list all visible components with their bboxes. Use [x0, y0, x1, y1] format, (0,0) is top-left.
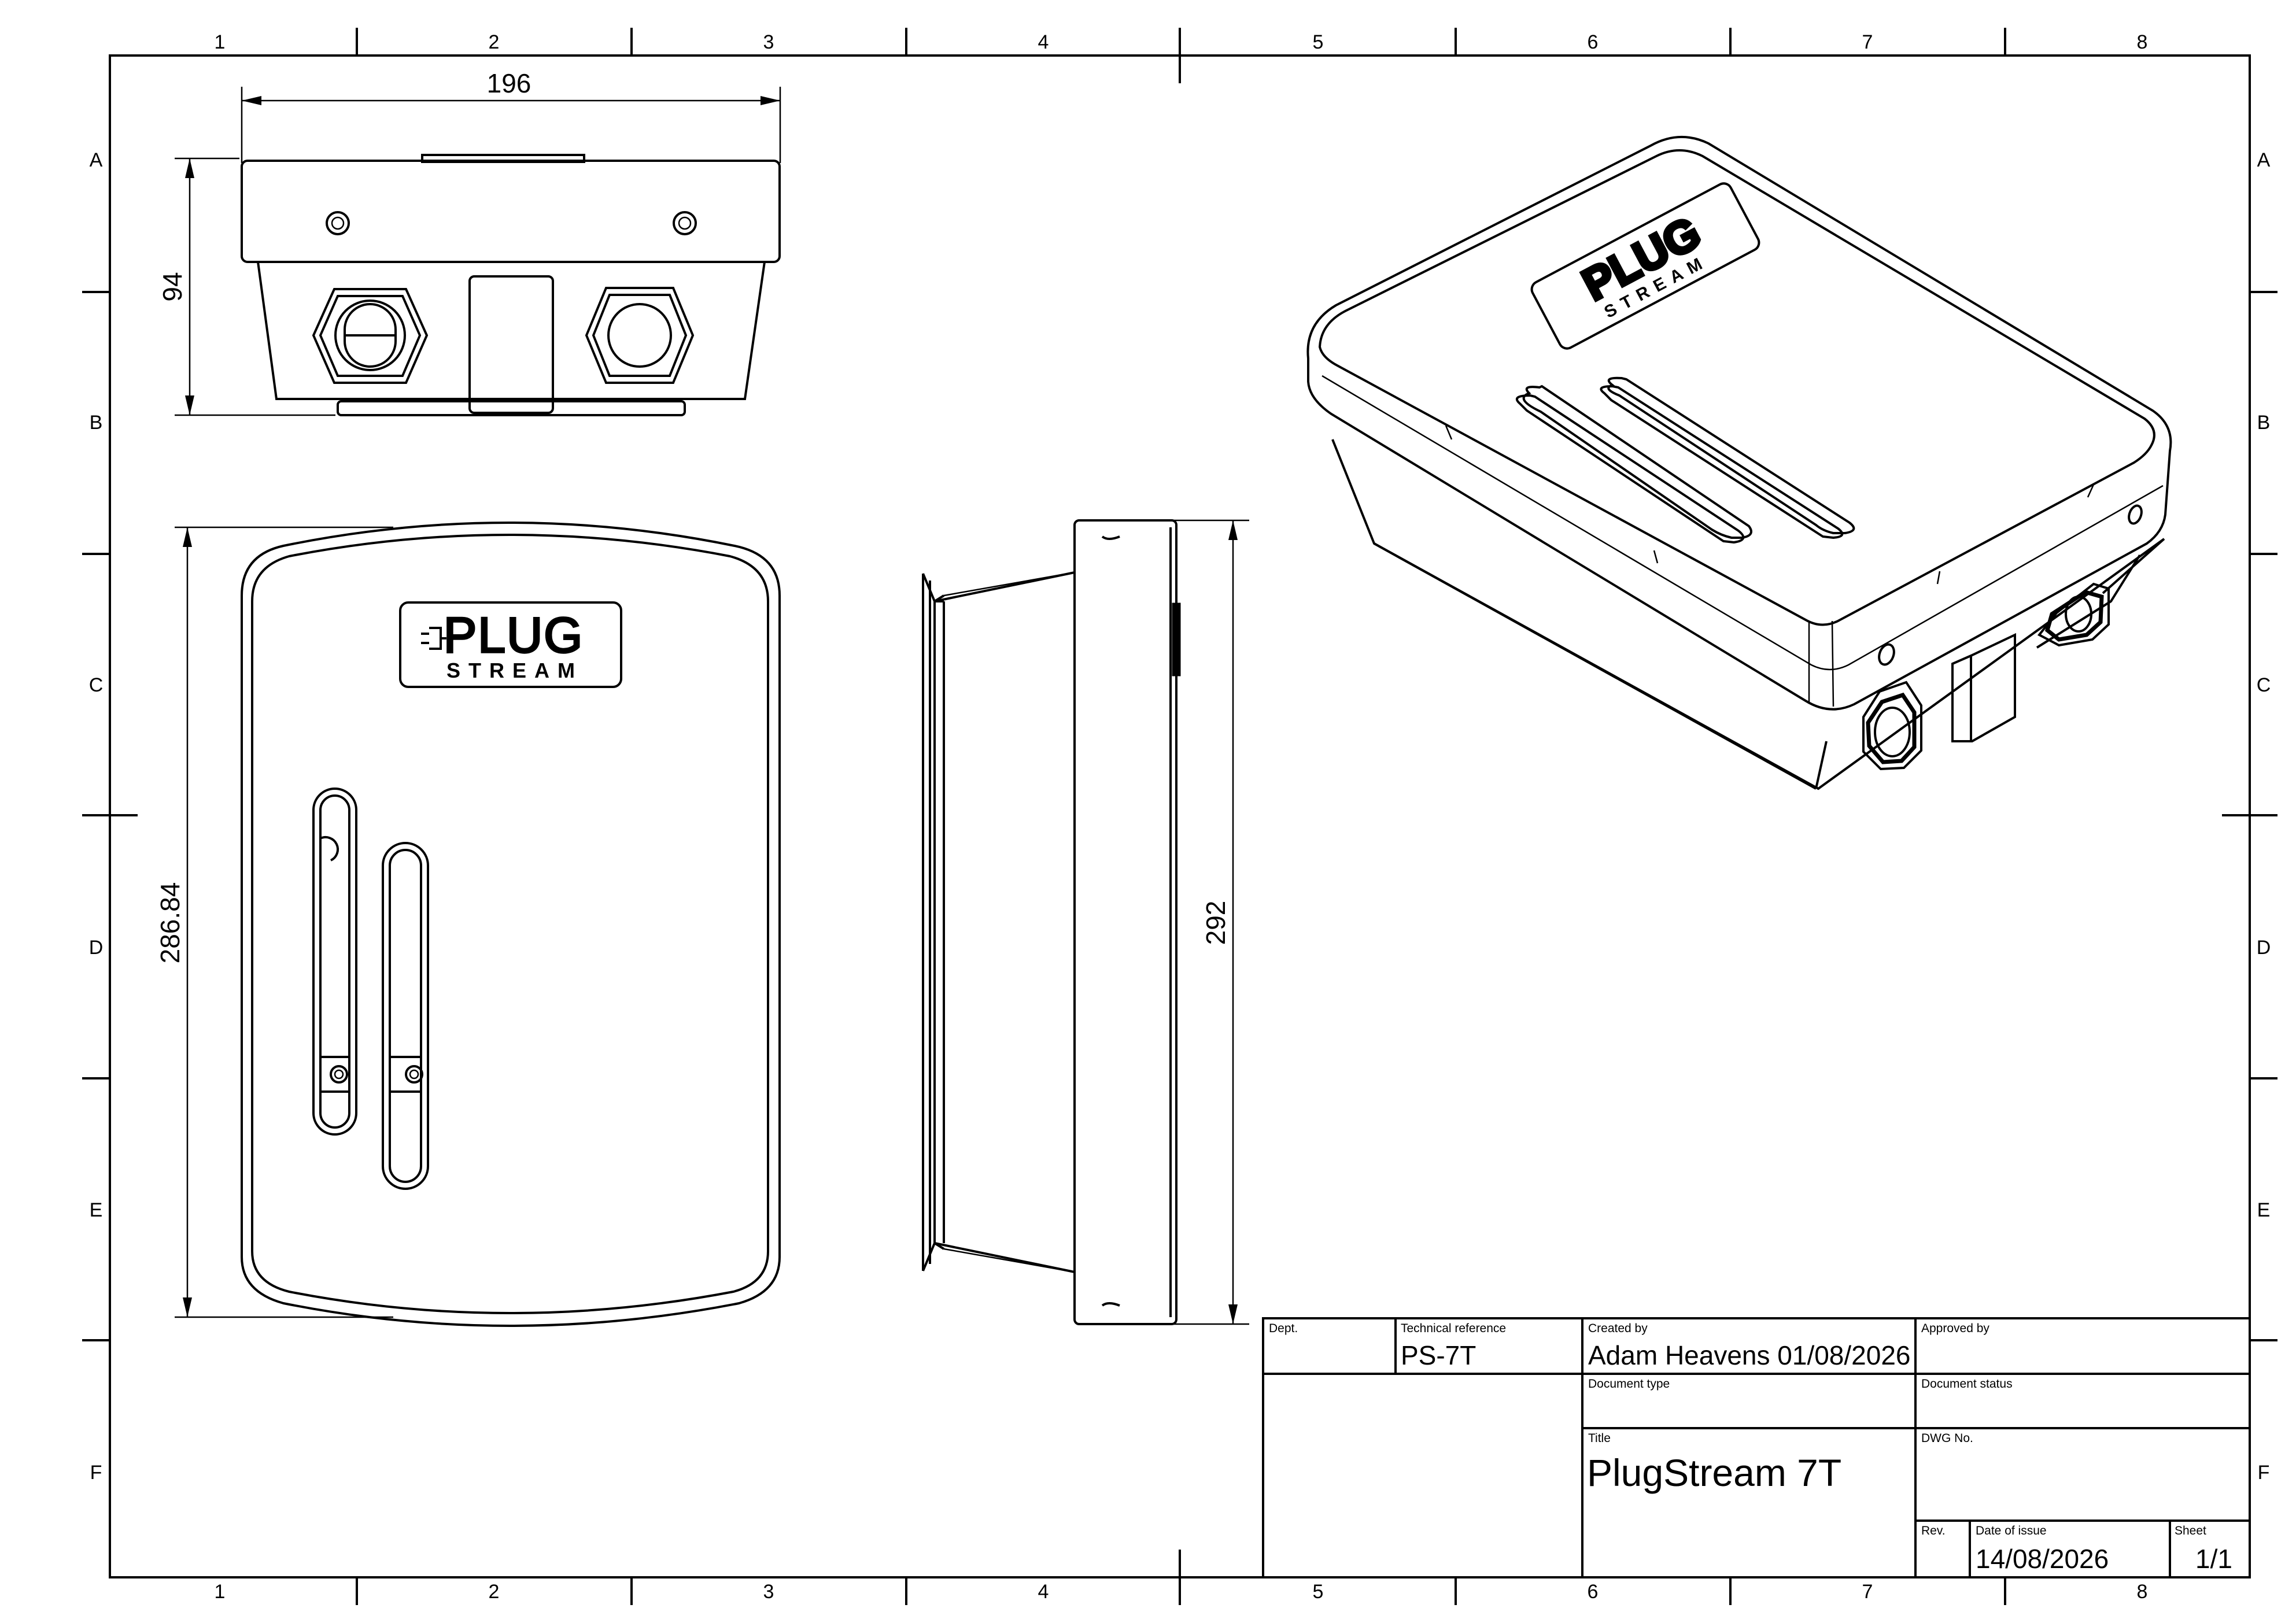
top-height-dimension: 94 [157, 157, 335, 416]
plugstream-logo-front: PLUG STREAM [399, 601, 622, 688]
zone-labels-left: A B C D E F [89, 149, 104, 1484]
zone-row-d-right: D [2257, 937, 2271, 959]
front-height-dimension: 286.84 [155, 526, 393, 1318]
zone-row-d-left: D [89, 937, 104, 959]
zone-labels-top: 1 2 3 4 5 6 7 8 [215, 31, 2148, 53]
zone-col-5-top: 5 [1313, 31, 1324, 53]
tech-ref-value: PS-7T [1401, 1340, 1476, 1370]
sheet-label: Sheet [2175, 1524, 2206, 1537]
plugstream-logo-iso: PLUG STREAM [1530, 182, 1760, 350]
zone-col-8-bottom: 8 [2137, 1581, 2148, 1603]
zone-labels-right: A B C D E F [2257, 149, 2271, 1484]
zone-col-1-top: 1 [215, 31, 226, 53]
created-by-label: Created by [1588, 1322, 1648, 1335]
tech-ref-label: Technical reference [1401, 1322, 1506, 1335]
zone-row-b-right: B [2257, 412, 2271, 434]
dimension-196: 196 [487, 68, 531, 98]
zone-col-8-top: 8 [2137, 31, 2148, 53]
zone-row-a-right: A [2257, 149, 2271, 171]
drawing-frame [82, 28, 2277, 1605]
zone-col-1-bottom: 1 [215, 1581, 226, 1603]
title-label: Title [1588, 1432, 1611, 1445]
zone-row-e-right: E [2257, 1199, 2271, 1221]
date-of-issue-value: 14/08/2026 [1976, 1544, 2109, 1574]
zone-labels-bottom: 1 2 3 4 5 6 7 8 [215, 1581, 2148, 1603]
dwg-no-label: DWG No. [1921, 1432, 1973, 1445]
dimension-94: 94 [157, 272, 187, 301]
dimension-292: 292 [1201, 901, 1231, 945]
created-by-value: Adam Heavens 01/08/2026 [1588, 1340, 1911, 1370]
isometric-view: PLUG STREAM [1306, 135, 2172, 790]
zone-col-5-bottom: 5 [1313, 1581, 1324, 1603]
zone-row-e-left: E [90, 1199, 103, 1221]
top-width-dimension: 196 [241, 68, 781, 163]
top-view: 196 94 [157, 68, 781, 416]
zone-col-4-bottom: 4 [1038, 1581, 1049, 1603]
zone-col-7-top: 7 [1862, 31, 1873, 53]
zone-col-3-top: 3 [763, 31, 774, 53]
zone-col-2-bottom: 2 [489, 1581, 500, 1603]
zone-col-6-top: 6 [1588, 31, 1599, 53]
zone-col-2-top: 2 [489, 31, 500, 53]
dimension-286-84: 286.84 [155, 882, 185, 964]
zone-row-f-left: F [90, 1462, 102, 1484]
dept-label: Dept. [1269, 1322, 1298, 1335]
title-value: PlugStream 7T [1587, 1451, 1841, 1494]
logo-stream-text: STREAM [446, 659, 583, 682]
date-of-issue-label: Date of issue [1976, 1524, 2047, 1537]
zone-row-b-left: B [90, 412, 103, 434]
plug-icon [421, 627, 446, 650]
logo-plug-text: PLUG [444, 608, 584, 663]
side-height-dimension: 292 [1162, 519, 1249, 1325]
front-view: 286.84 PLUG STREAM [155, 522, 781, 1327]
zone-row-c-right: C [2257, 674, 2271, 696]
rev-label: Rev. [1921, 1524, 1946, 1537]
zone-row-a-left: A [90, 149, 103, 171]
doc-type-label: Document type [1588, 1377, 1670, 1391]
zone-col-3-bottom: 3 [763, 1581, 774, 1603]
zone-col-6-bottom: 6 [1588, 1581, 1599, 1603]
zone-col-4-top: 4 [1038, 31, 1049, 53]
sheet-value: 1/1 [2195, 1544, 2232, 1574]
zone-row-f-right: F [2258, 1462, 2270, 1484]
zone-col-7-bottom: 7 [1862, 1581, 1873, 1603]
zone-row-c-left: C [89, 674, 104, 696]
doc-status-label: Document status [1921, 1377, 2013, 1391]
side-view: 292 [922, 519, 1249, 1325]
title-block: Dept. Technical reference PS-7T Created … [1262, 1317, 2251, 1578]
approved-by-label: Approved by [1921, 1322, 1989, 1335]
